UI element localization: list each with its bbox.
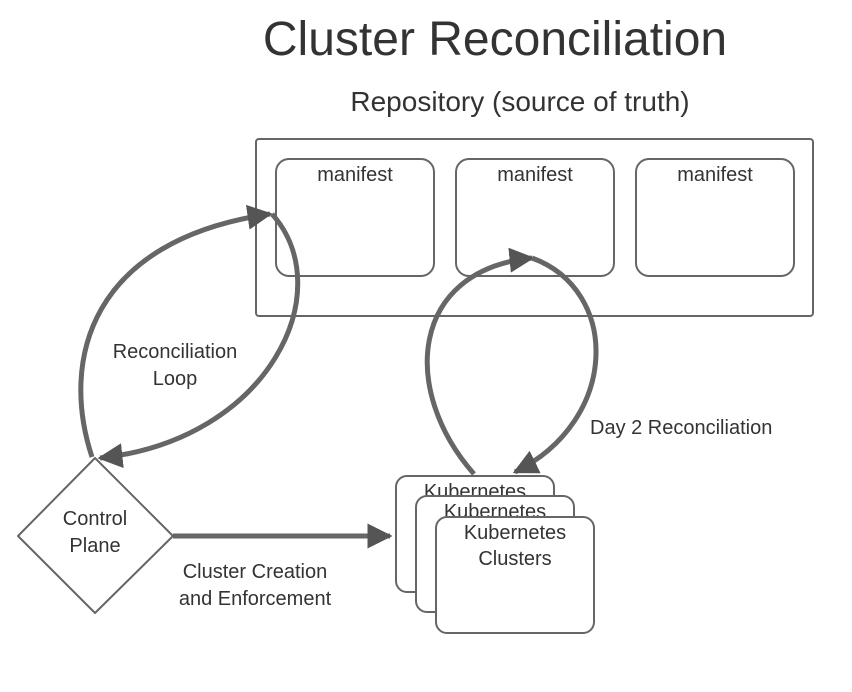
manifest-box-3: manifest: [635, 158, 795, 277]
cluster-creation-label: Cluster Creation and Enforcement: [160, 559, 350, 613]
reconciliation-loop-label: Reconciliation Loop: [90, 339, 260, 393]
manifest-label: manifest: [677, 164, 753, 186]
cluster-label-front-line1: Kubernetes: [463, 522, 567, 544]
control-plane-line2: Plane: [69, 535, 121, 557]
cluster-box-front: Kubernetes Clusters: [435, 516, 595, 634]
diagram-title: Cluster Reconciliation: [262, 13, 728, 66]
reconciliation-loop-line1: Reconciliation: [112, 341, 238, 363]
repository-label: Repository (source of truth): [350, 86, 690, 117]
manifest-label: manifest: [497, 164, 573, 186]
cluster-creation-line1: Cluster Creation: [182, 561, 328, 583]
control-plane-line1: Control: [62, 508, 128, 530]
day2-down-arrow: [512, 255, 599, 475]
reconciliation-loop-inner-arrow: [97, 212, 301, 469]
manifest-label: manifest: [317, 164, 393, 186]
cluster-label-front-line2: Clusters: [478, 548, 552, 570]
day2-reconciliation-label: Day 2 Reconciliation: [590, 417, 773, 439]
control-plane-diamond: [17, 457, 174, 614]
cluster-creation-line2: and Enforcement: [178, 588, 332, 610]
manifest-box-1: manifest: [275, 158, 435, 277]
reconciliation-loop-outer-arrow: [78, 204, 273, 458]
control-plane-label: Control Plane: [35, 506, 155, 560]
day2-up-arrow: [424, 247, 535, 476]
reconciliation-loop-line2: Loop: [152, 368, 198, 390]
manifest-box-2: manifest: [455, 158, 615, 277]
